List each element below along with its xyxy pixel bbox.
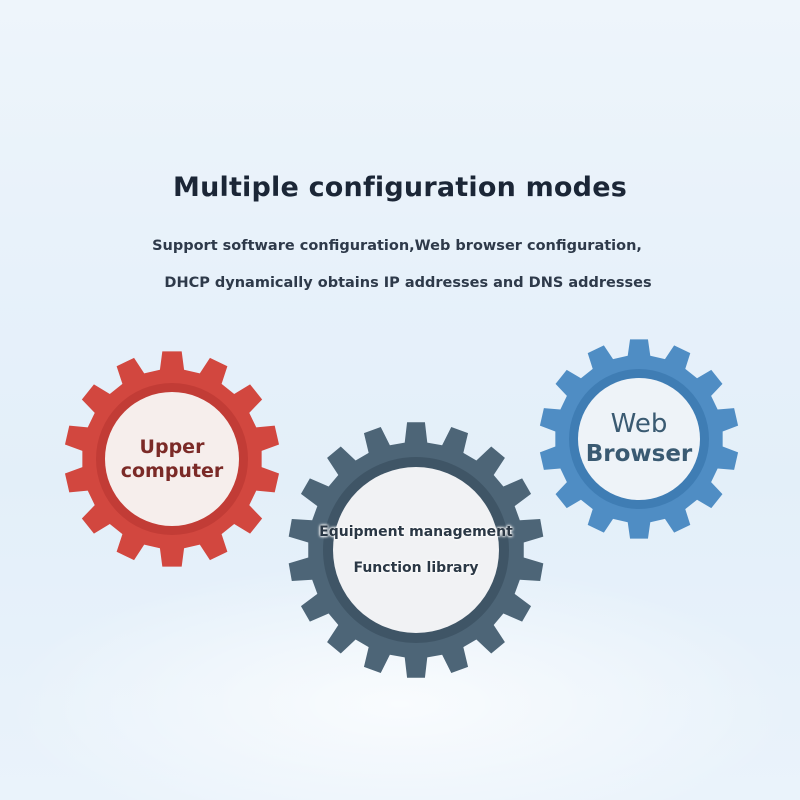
page-title: Multiple configuration modes [173, 172, 627, 203]
gray-gear-icon [288, 422, 544, 678]
subtitle-line-2: DHCP dynamically obtains IP addresses an… [164, 275, 652, 291]
blue-gear-icon [539, 339, 739, 539]
subtitle-line-1: Support software configuration,Web brows… [152, 238, 642, 254]
upper-computer-gear: Upper computer [63, 350, 281, 568]
red-gear-icon [64, 351, 280, 567]
web-browser-gear: Web Browser [538, 338, 740, 540]
equipment-management-gear: Equipment management Function library [287, 421, 545, 679]
